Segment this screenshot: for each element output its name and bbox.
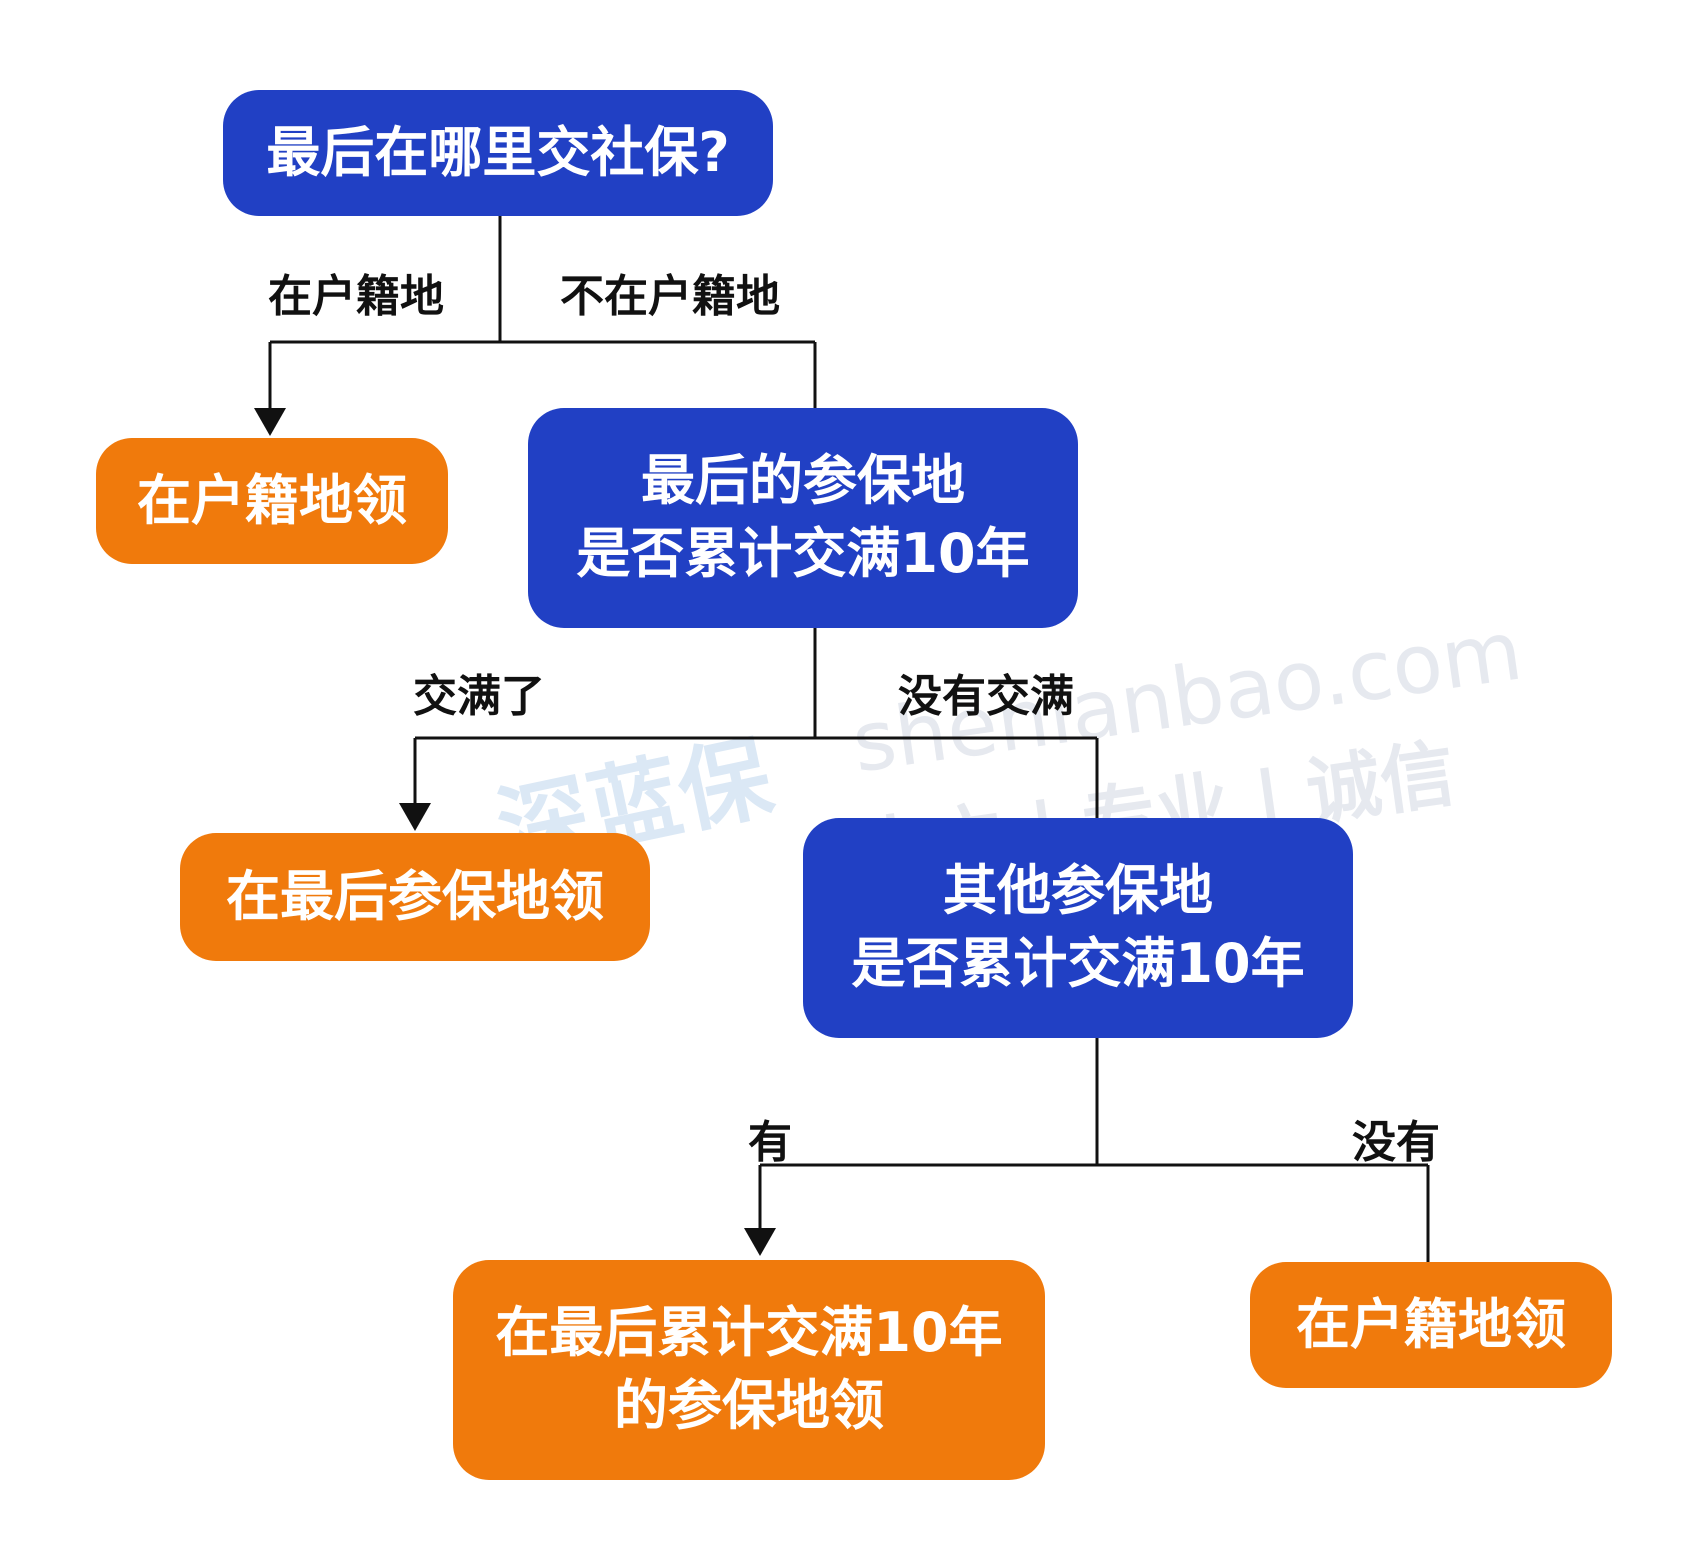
connector-q1	[268, 215, 817, 410]
result-text: 在户籍地领	[1296, 1292, 1566, 1356]
result-hometown-receive: 在户籍地领	[96, 438, 448, 564]
result-last-10-year-place-receive: 在最后累计交满10年 的参保地领	[453, 1260, 1045, 1480]
result-last-place-receive: 在最后参保地领	[180, 833, 650, 961]
result-text: 在最后参保地领	[226, 864, 604, 928]
question-text-line2: 是否累计交满10年	[851, 932, 1305, 995]
edge-label-not-in-hometown: 不在户籍地	[560, 271, 780, 322]
question-last-place-10-years: 最后的参保地 是否累计交满10年	[528, 408, 1078, 628]
result-hometown-receive-2: 在户籍地领	[1250, 1262, 1612, 1388]
connector-q3	[758, 1037, 1430, 1262]
question-where-last-pay: 最后在哪里交社保?	[223, 90, 773, 216]
edge-label-yes: 有	[748, 1117, 792, 1168]
question-text-line1: 最后的参保地	[641, 449, 965, 513]
arrow-head	[254, 408, 286, 436]
question-text-line2: 是否累计交满10年	[576, 522, 1030, 585]
result-text-line2: 的参保地领	[614, 1374, 884, 1437]
question-text-line1: 其他参保地	[943, 859, 1213, 923]
question-other-place-10-years: 其他参保地 是否累计交满10年	[803, 818, 1353, 1038]
connector-q2	[413, 627, 1099, 818]
question-text: 最后在哪里交社保?	[266, 120, 730, 184]
arrow-head	[399, 803, 431, 831]
edge-label-in-hometown: 在户籍地	[268, 271, 444, 322]
edge-label-not-paid-full: 没有交满	[898, 671, 1074, 722]
arrow-head	[744, 1228, 776, 1256]
result-text-line1: 在最后累计交满10年	[495, 1301, 1003, 1365]
edge-label-no: 没有	[1352, 1117, 1440, 1168]
result-text: 在户籍地领	[137, 468, 407, 532]
edge-label-paid-full: 交满了	[413, 671, 545, 722]
